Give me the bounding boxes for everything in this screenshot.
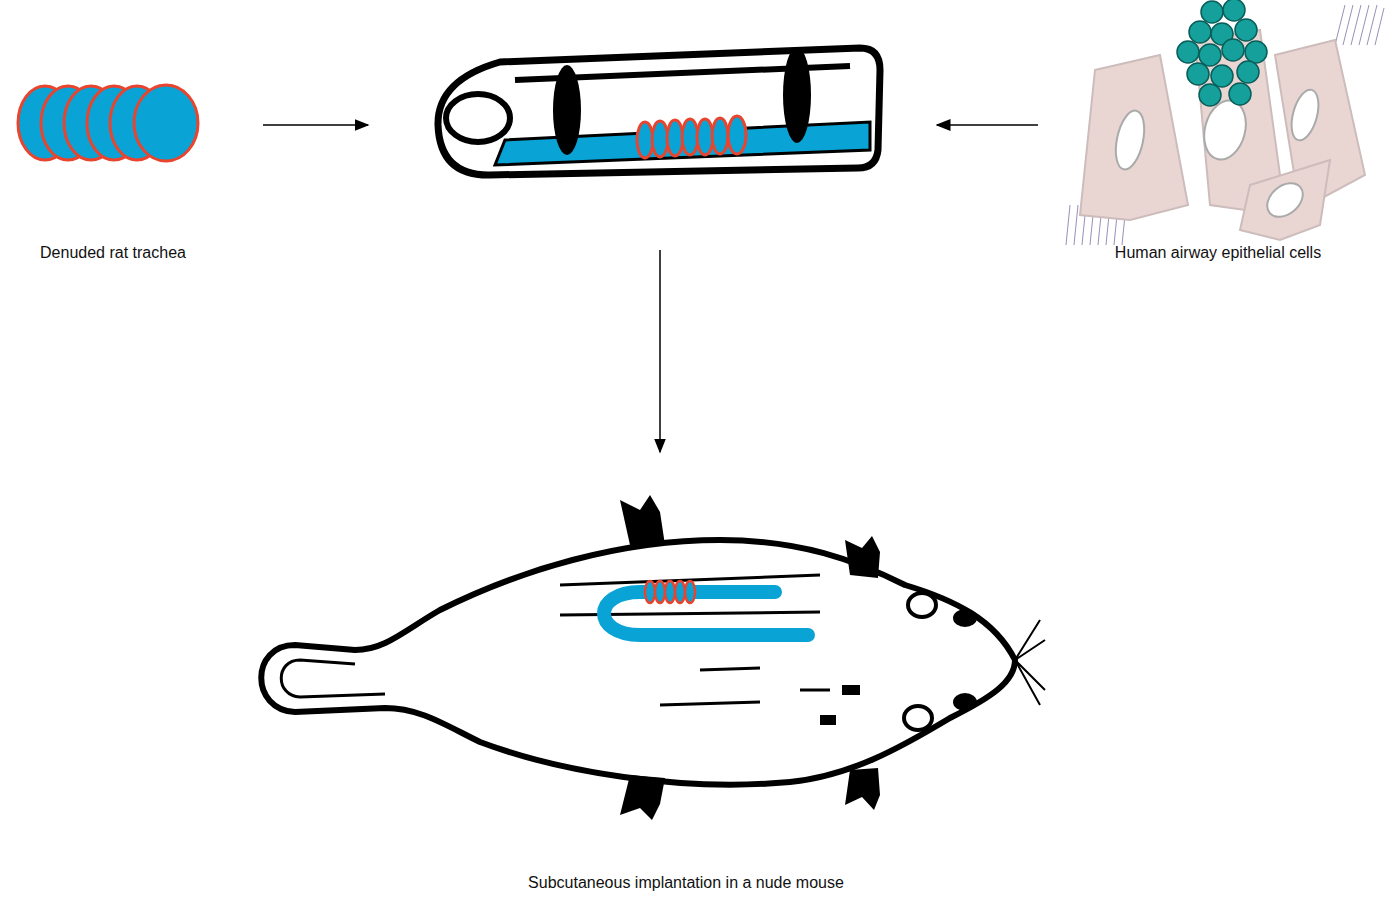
graft-device [712,118,728,154]
epithelial-cells [1240,160,1330,240]
epithelial-cells [1111,108,1149,172]
mouse-features [953,693,977,711]
epithelial-cells [1199,84,1221,106]
epithelial-cells [1235,19,1257,41]
epithelial-cells [1074,205,1078,245]
mouse-outline [261,540,1015,785]
epithelial-cells [1066,205,1070,245]
mouse-outline [904,706,932,730]
flow-arrow [937,124,1038,126]
mouse-features [842,685,860,695]
implanted-graft [604,581,808,635]
epithelial-cells [1237,61,1259,83]
epithelial-cells [1211,65,1233,87]
mouse-outline [560,575,830,705]
implanted-graft [665,581,675,603]
epithelial-cells [1261,176,1310,223]
mouse-features [953,609,977,627]
epithelial-cells [1367,5,1377,45]
epithelial-cells [1375,8,1384,45]
epithelial-cells [1229,83,1251,105]
graft-device [438,48,880,175]
mouse-outline [281,660,385,697]
flow-arrow [659,250,661,452]
implanted-graft [655,581,665,603]
mouse-features [845,768,880,810]
epithelial-cells [1223,0,1245,21]
epithelial-cells [1351,5,1361,45]
epithelial-cells [1201,1,1223,23]
implanted-graft [685,581,695,603]
mouse-features [620,495,665,545]
epithelial-cells [1177,0,1267,106]
graft-device [553,65,581,155]
mouse-features [845,536,880,578]
epithelial-cells [1066,0,1384,245]
epithelial-cells [1199,44,1221,66]
epithelial-cells [1287,87,1324,143]
mouse-features [620,495,977,820]
figure-caption: Subcutaneous implantation in a nude mous… [528,874,844,892]
epithelial-cells [1335,5,1345,45]
mouse-features [820,715,836,725]
flow-arrow [263,124,368,126]
figure-caption: Denuded rat trachea [40,244,186,262]
mouse-features [620,775,665,820]
epithelial-cells [1066,5,1384,245]
mouse-outline [1015,620,1045,705]
epithelial-cells [1359,5,1369,45]
epithelial-cells [1177,41,1199,63]
epithelial-cells [1187,63,1209,85]
trachea-rings [134,85,198,161]
trachea-rings [18,85,198,161]
epithelial-cells [1198,96,1252,164]
implanted-graft [645,581,655,603]
epithelial-cells [1222,39,1244,61]
epithelial-cells [1245,41,1267,63]
epithelial-cells [1080,55,1188,220]
graft-device [783,47,811,143]
implanted-graft [604,592,808,635]
graft-device [438,47,880,175]
graft-device [446,94,510,142]
graft-device [728,116,746,154]
figure-caption: Human airway epithelial cells [1115,244,1321,262]
mouse-outline [908,593,936,617]
implanted-graft [675,581,685,603]
epithelial-cells [1343,5,1353,45]
epithelial-cells [1189,21,1211,43]
mouse-outline [261,540,1045,785]
